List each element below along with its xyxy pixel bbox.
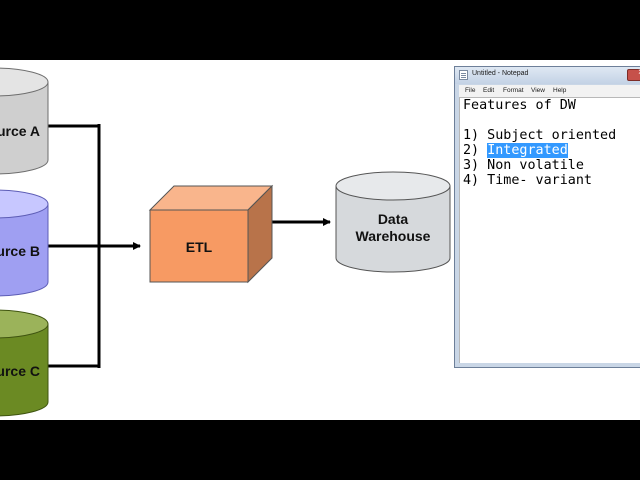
close-button[interactable] bbox=[627, 67, 640, 81]
notepad-app-icon bbox=[459, 70, 468, 80]
source-a-label: urce A bbox=[0, 123, 40, 139]
text-line-item-2: 2) Integrated bbox=[463, 143, 568, 158]
source-a-cylinder: urce A bbox=[0, 67, 49, 175]
source-c-label: urce C bbox=[0, 363, 40, 379]
menu-help[interactable]: Help bbox=[553, 87, 567, 94]
warehouse-label-line1: Data bbox=[378, 211, 409, 227]
notepad-text-area[interactable]: Features of DW 1) Subject oriented 2) In… bbox=[459, 97, 640, 363]
source-b-cylinder: urce B bbox=[0, 189, 49, 297]
text-line-item-3: 3) Non volatile bbox=[463, 158, 584, 173]
menu-format[interactable]: Format bbox=[503, 87, 524, 94]
menu-file[interactable]: File bbox=[465, 87, 476, 94]
notepad-window[interactable]: Untitled - Notepad File Edit Format View… bbox=[454, 66, 640, 368]
notepad-menubar: File Edit Format View Help bbox=[459, 85, 640, 97]
etl-label: ETL bbox=[186, 239, 213, 255]
video-frame: urce A urce B urce C ETL Data Warehouse bbox=[0, 60, 640, 420]
text-line-heading: Features of DW bbox=[463, 98, 576, 113]
dw-architecture-diagram: urce A urce B urce C ETL Data Warehouse bbox=[0, 67, 451, 417]
connector-lines bbox=[48, 124, 331, 368]
selected-text[interactable]: Integrated bbox=[487, 143, 568, 158]
menu-view[interactable]: View bbox=[531, 87, 545, 94]
source-b-label: urce B bbox=[0, 243, 40, 259]
source-c-cylinder: urce C bbox=[0, 309, 49, 417]
etl-box: ETL bbox=[148, 184, 274, 284]
notepad-title: Untitled - Notepad bbox=[472, 70, 529, 77]
data-warehouse-cylinder: Data Warehouse bbox=[335, 171, 451, 273]
warehouse-label-line2: Warehouse bbox=[356, 228, 431, 244]
notepad-titlebar[interactable]: Untitled - Notepad bbox=[455, 67, 640, 84]
text-line-item-2-prefix: 2) bbox=[463, 143, 488, 158]
text-line-item-4: 4) Time- variant bbox=[463, 173, 592, 188]
menu-edit[interactable]: Edit bbox=[483, 87, 495, 94]
text-line-item-1: 1) Subject oriented bbox=[463, 128, 617, 143]
